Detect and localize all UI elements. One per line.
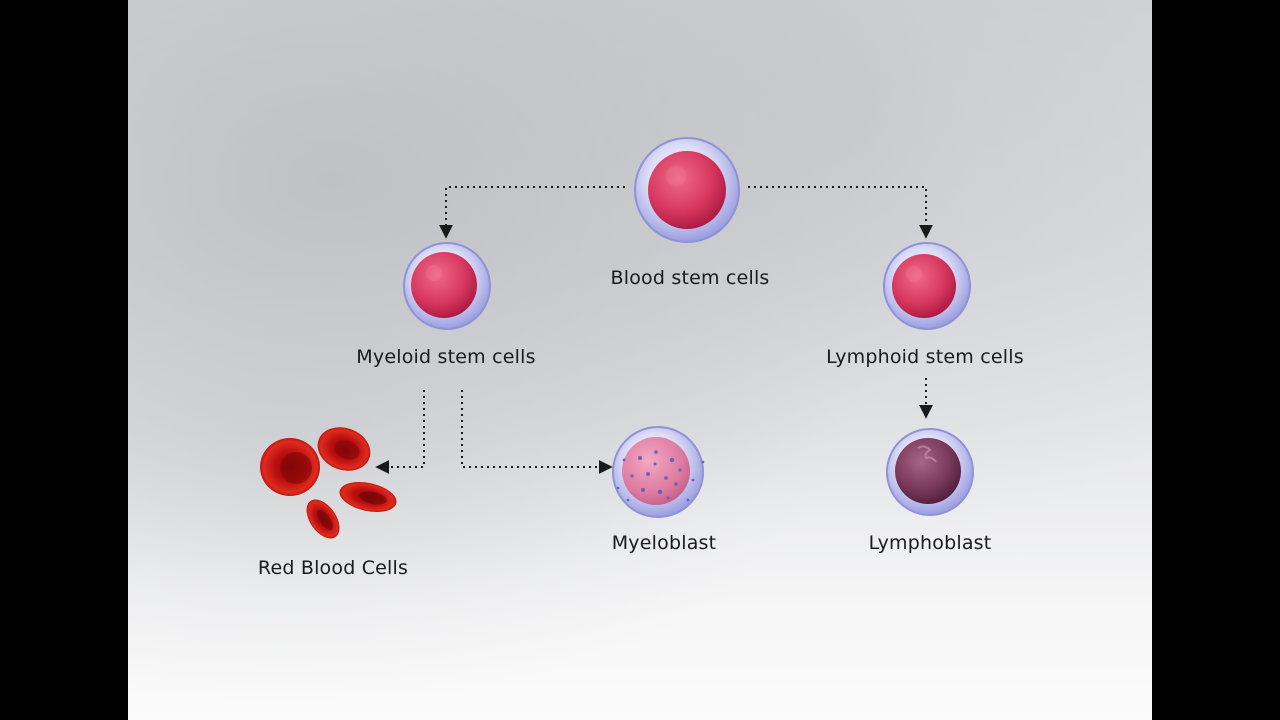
arrow-myeloid-to-myeloblast (461, 390, 613, 474)
myeloid-stem-cell-icon (403, 242, 491, 330)
arrow-blood-to-lymphoid (748, 186, 933, 239)
lymphoid-stem-cell-icon (883, 242, 971, 330)
label-blood-stem-cells: Blood stem cells (610, 267, 770, 289)
arrow-myeloid-to-rbc (375, 390, 425, 474)
connectors (375, 186, 933, 474)
hematopoiesis-diagram (260, 137, 974, 539)
rbc-right (339, 482, 397, 512)
rbc-top (317, 427, 371, 471)
diagram-canvas: Blood stem cells Myeloid stem cells Lymp… (128, 0, 1152, 720)
label-lymphoid-stem-cells: Lymphoid stem cells (826, 346, 1024, 368)
blood-stem-cell-icon (634, 137, 740, 243)
red-blood-cells-icon (260, 427, 397, 539)
lymphoblast-icon (886, 428, 974, 516)
label-lymphoblast: Lymphoblast (868, 532, 992, 554)
label-myeloid-stem-cells: Myeloid stem cells (356, 346, 536, 368)
label-myeloblast: Myeloblast (611, 532, 717, 554)
arrow-blood-to-myeloid (439, 186, 625, 239)
rbc-bottom (306, 499, 340, 539)
label-red-blood-cells: Red Blood Cells (257, 557, 409, 579)
rbc-large (260, 438, 320, 496)
myeloblast-icon (612, 426, 705, 518)
